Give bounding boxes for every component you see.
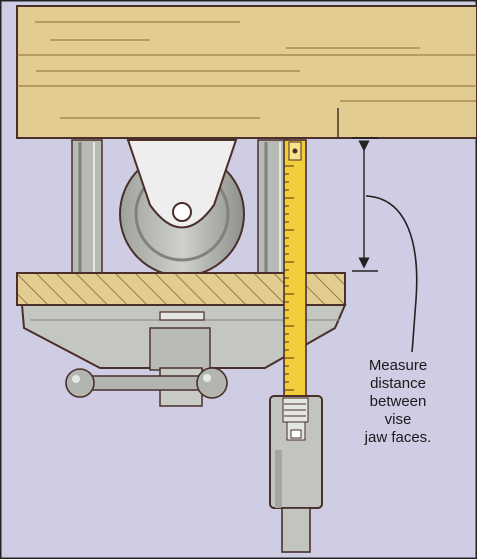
caster-wheel	[119, 139, 245, 277]
callout-line-2: distance	[370, 375, 426, 392]
tape-measure-blade	[283, 139, 307, 399]
callout-leader-line	[365, 195, 418, 353]
workbench-top	[16, 5, 477, 139]
measure-callout-text: Measure distance between vise jaw faces.	[338, 357, 458, 447]
vise-handle	[65, 367, 228, 399]
tape-measure-case	[269, 395, 323, 553]
callout-line-1: Measure	[368, 357, 428, 374]
jaw-gap-dimension-arrow	[352, 137, 378, 272]
callout-line-5: jaw faces.	[364, 429, 432, 446]
callout-line-3: between	[369, 393, 427, 410]
callout-line-4: vise	[384, 411, 412, 428]
